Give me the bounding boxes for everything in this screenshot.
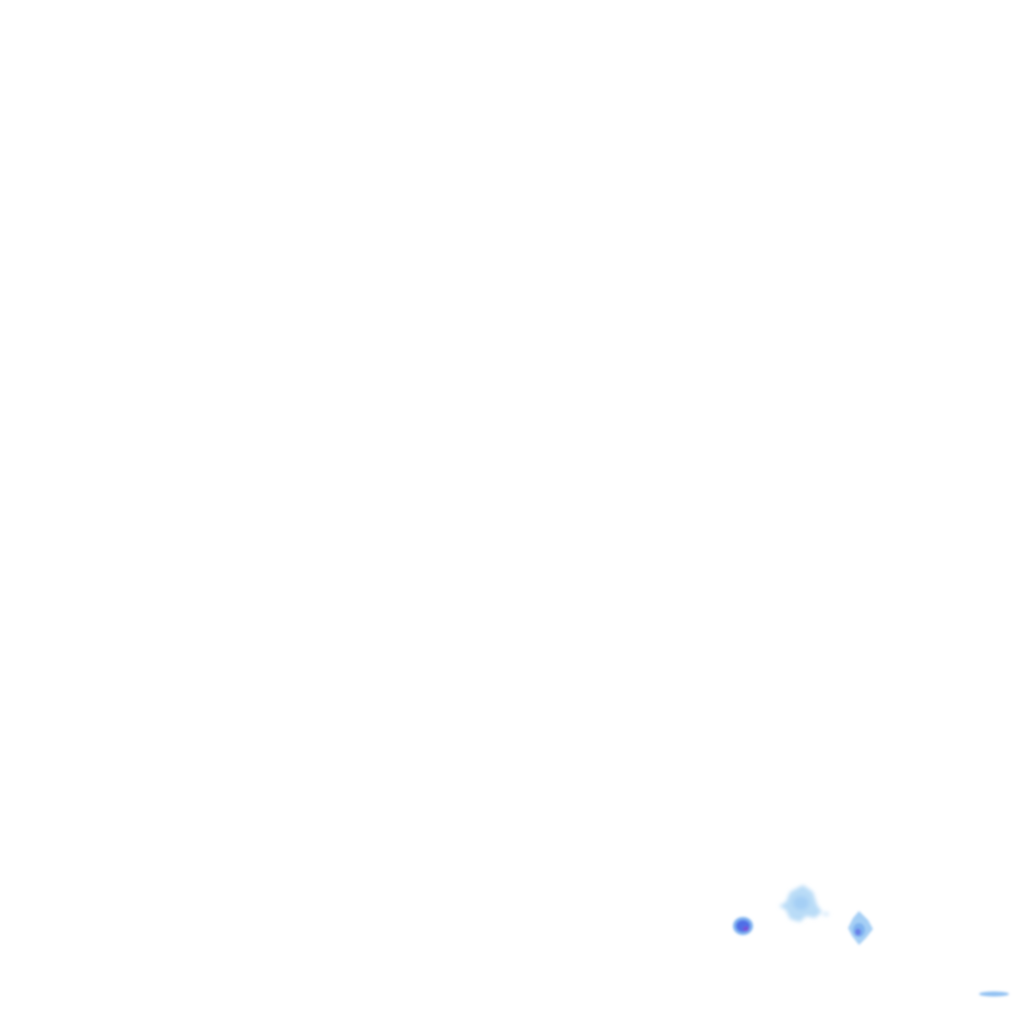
precip-cell-west <box>733 917 753 935</box>
precip-cell-center <box>779 885 829 922</box>
precip-cell-east <box>848 911 873 945</box>
precip-streak-southeast <box>979 991 1009 997</box>
